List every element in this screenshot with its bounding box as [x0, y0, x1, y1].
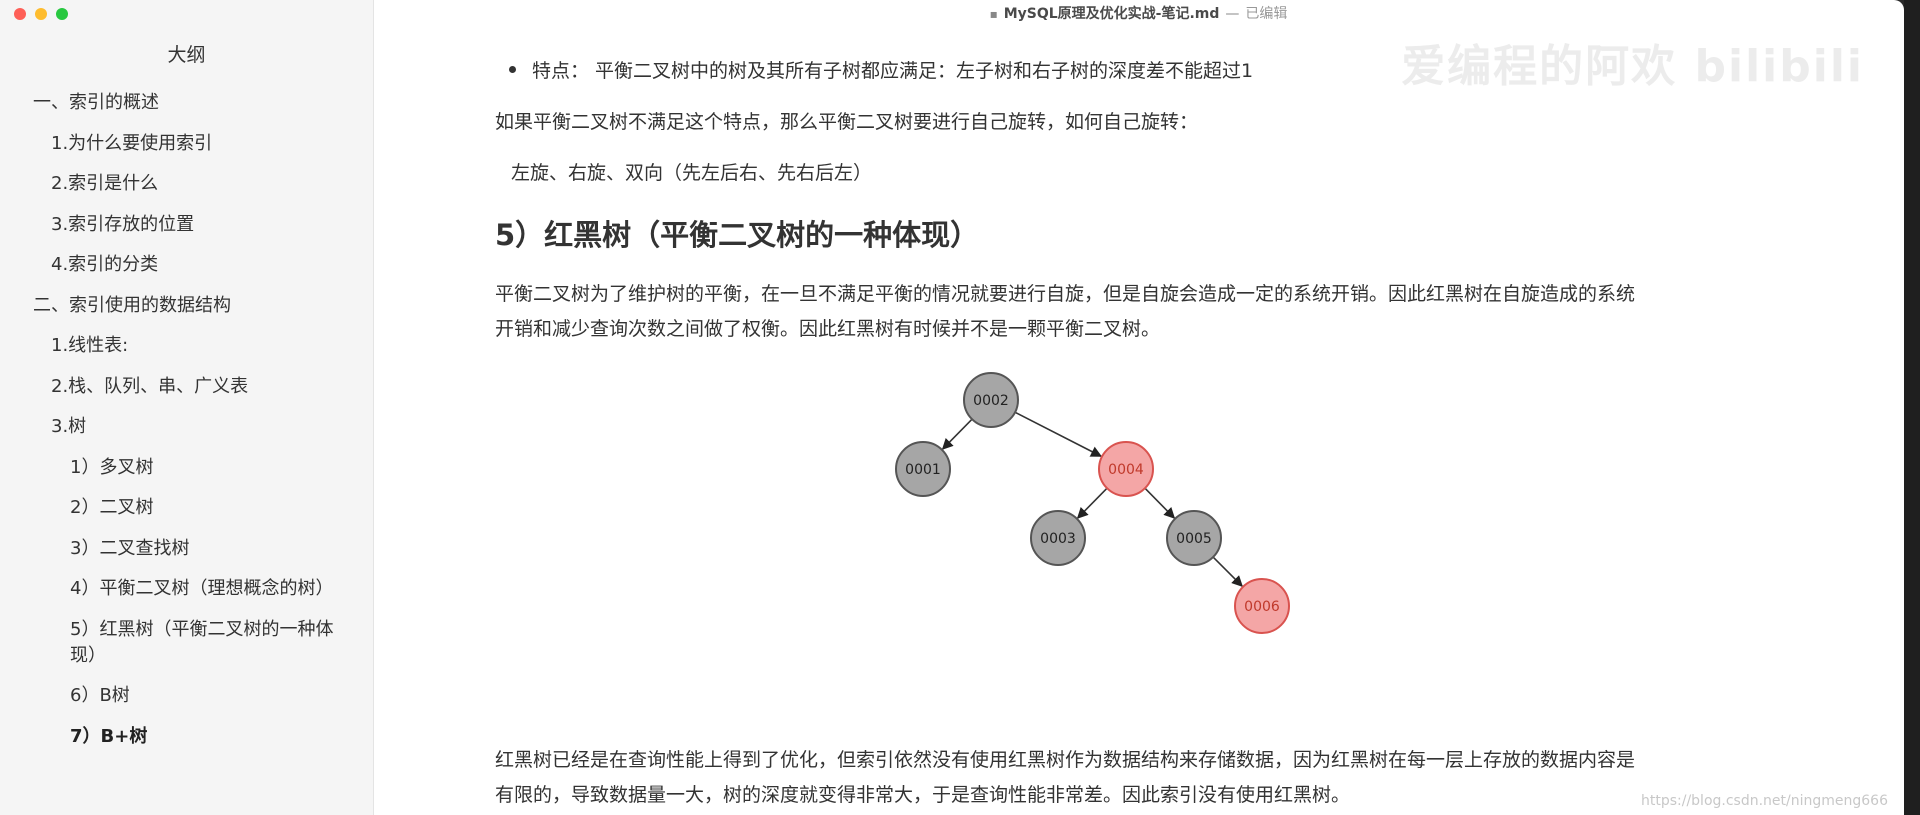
section-heading-red-black-tree: 5）红黑树（平衡二叉树的一种体现）: [495, 218, 980, 252]
bullet-text: 特点： 平衡二叉树中的树及其所有子树都应满足：左子树和右子树的深度差不能超过1: [532, 60, 1254, 82]
outline-item[interactable]: 一、索引的概述: [33, 92, 159, 113]
outline-item[interactable]: 7）B+树: [70, 725, 148, 747]
outline-item[interactable]: 2）二叉树: [70, 497, 154, 518]
tree-node-0001: 0001: [895, 441, 951, 497]
outline-item[interactable]: 4.索引的分类: [51, 254, 159, 275]
csdn-watermark: https://blog.csdn.net/ningmeng666: [1640, 793, 1888, 809]
outline-item[interactable]: 3.树: [51, 416, 87, 437]
tree-node-circle: [1098, 441, 1154, 497]
bullet-dot-icon: [509, 66, 516, 73]
tree-node-label: 0001: [905, 462, 941, 478]
tree-node-label: 0004: [1108, 462, 1144, 478]
outline-item[interactable]: 3）二叉查找树: [70, 537, 190, 559]
tree-node-0006: 0006: [1234, 578, 1290, 634]
tree-node-circle: [963, 372, 1019, 428]
title-bar: ▪ MySQL原理及优化实战-笔记.md — 已编辑: [373, 0, 1904, 30]
outline-item[interactable]: 2.栈、队列、串、广义表: [51, 375, 249, 397]
tree-node-circle: [1234, 578, 1290, 634]
bilibili-watermark: 爱编程的阿欢 bilibili: [1401, 41, 1864, 92]
outline-sidebar: 大纲 一、索引的概述 1.为什么要使用索引 2.索引是什么 3.索引存放的位置 4.索引…: [0, 0, 374, 815]
title-separator: —: [1225, 6, 1240, 22]
outline-item[interactable]: 2.索引是什么: [51, 173, 159, 194]
outline-title: 大纲: [167, 44, 206, 66]
edit-status: 已编辑: [1245, 6, 1288, 22]
outline-list: 一、索引的概述 1.为什么要使用索引 2.索引是什么 3.索引存放的位置 4.索引的分类…: [0, 90, 373, 764]
paragraph-red-black-intro-line1: 平衡二叉树为了维护树的平衡，在一旦不满足平衡的情况就要进行自旋，但是自旋会造成一…: [495, 283, 1636, 305]
outline-item[interactable]: 4）平衡二叉树（理想概念的树）: [70, 578, 334, 599]
close-window-button[interactable]: [14, 8, 26, 20]
zoom-window-button[interactable]: [56, 8, 68, 20]
bullet-item: 特点： 平衡二叉树中的树及其所有子树都应满足：左子树和右子树的深度差不能超过1: [509, 56, 1253, 83]
paragraph-rotation-intro: 如果平衡二叉树不满足这个特点，那么平衡二叉树要进行自己旋转，如何自己旋转：: [495, 111, 1199, 133]
window-controls: [14, 8, 68, 20]
outline-item[interactable]: 5）红黑树（平衡二叉树的一种体现）: [70, 618, 334, 666]
tree-edge-arrow: [941, 418, 973, 450]
red-black-tree-diagram: 0002 0001 0004 0003 0005 0006: [895, 372, 1290, 634]
paragraph-red-black-conclusion-line2: 有限的，导致数据量一大，树的深度就变得非常大，于是查询性能非常差。因此索引没有使…: [495, 784, 1351, 806]
document-filename: MySQL原理及优化实战-笔记.md: [1003, 6, 1220, 22]
tree-node-label: 0003: [1040, 531, 1076, 547]
tree-node-circle: [895, 441, 951, 497]
outline-item[interactable]: 1.线性表:: [51, 335, 129, 356]
tree-node-0004: 0004: [1098, 441, 1154, 497]
minimize-window-button[interactable]: [35, 8, 47, 20]
tree-edge-arrow: [1076, 487, 1108, 519]
tree-node-circle: [1030, 510, 1086, 566]
outline-item[interactable]: 6）B树: [70, 685, 130, 706]
tree-edge-arrow: [1212, 556, 1243, 587]
outline-item[interactable]: 1）多叉树: [70, 456, 154, 478]
outline-item[interactable]: 二、索引使用的数据结构: [33, 294, 231, 316]
tree-node-0003: 0003: [1030, 510, 1086, 566]
tree-node-0005: 0005: [1166, 510, 1222, 566]
paragraph-rotation-types: 左旋、右旋、双向（先左后右、先右后左）: [511, 162, 873, 184]
tree-edge-arrow: [1144, 487, 1176, 519]
outline-item[interactable]: 1.为什么要使用索引: [51, 132, 213, 154]
tree-node-label: 0002: [973, 393, 1009, 409]
tree-node-circle: [1166, 510, 1222, 566]
paragraph-red-black-conclusion-line1: 红黑树已经是在查询性能上得到了优化，但索引依然没有使用红黑树作为数据结构来存储数…: [495, 749, 1636, 771]
document-icon: ▪: [989, 7, 998, 21]
paragraph-red-black-intro-line2: 开销和减少查询次数之间做了权衡。因此红黑树有时候并不是一颗平衡二叉树。: [495, 318, 1161, 340]
outline-item[interactable]: 3.索引存放的位置: [51, 213, 195, 235]
tree-node-label: 0005: [1176, 531, 1212, 547]
tree-edge-arrow: [1014, 411, 1103, 457]
desktop-edge: [1904, 0, 1920, 815]
tree-node-0002: 0002: [963, 372, 1019, 428]
tree-node-label: 0006: [1244, 599, 1280, 615]
